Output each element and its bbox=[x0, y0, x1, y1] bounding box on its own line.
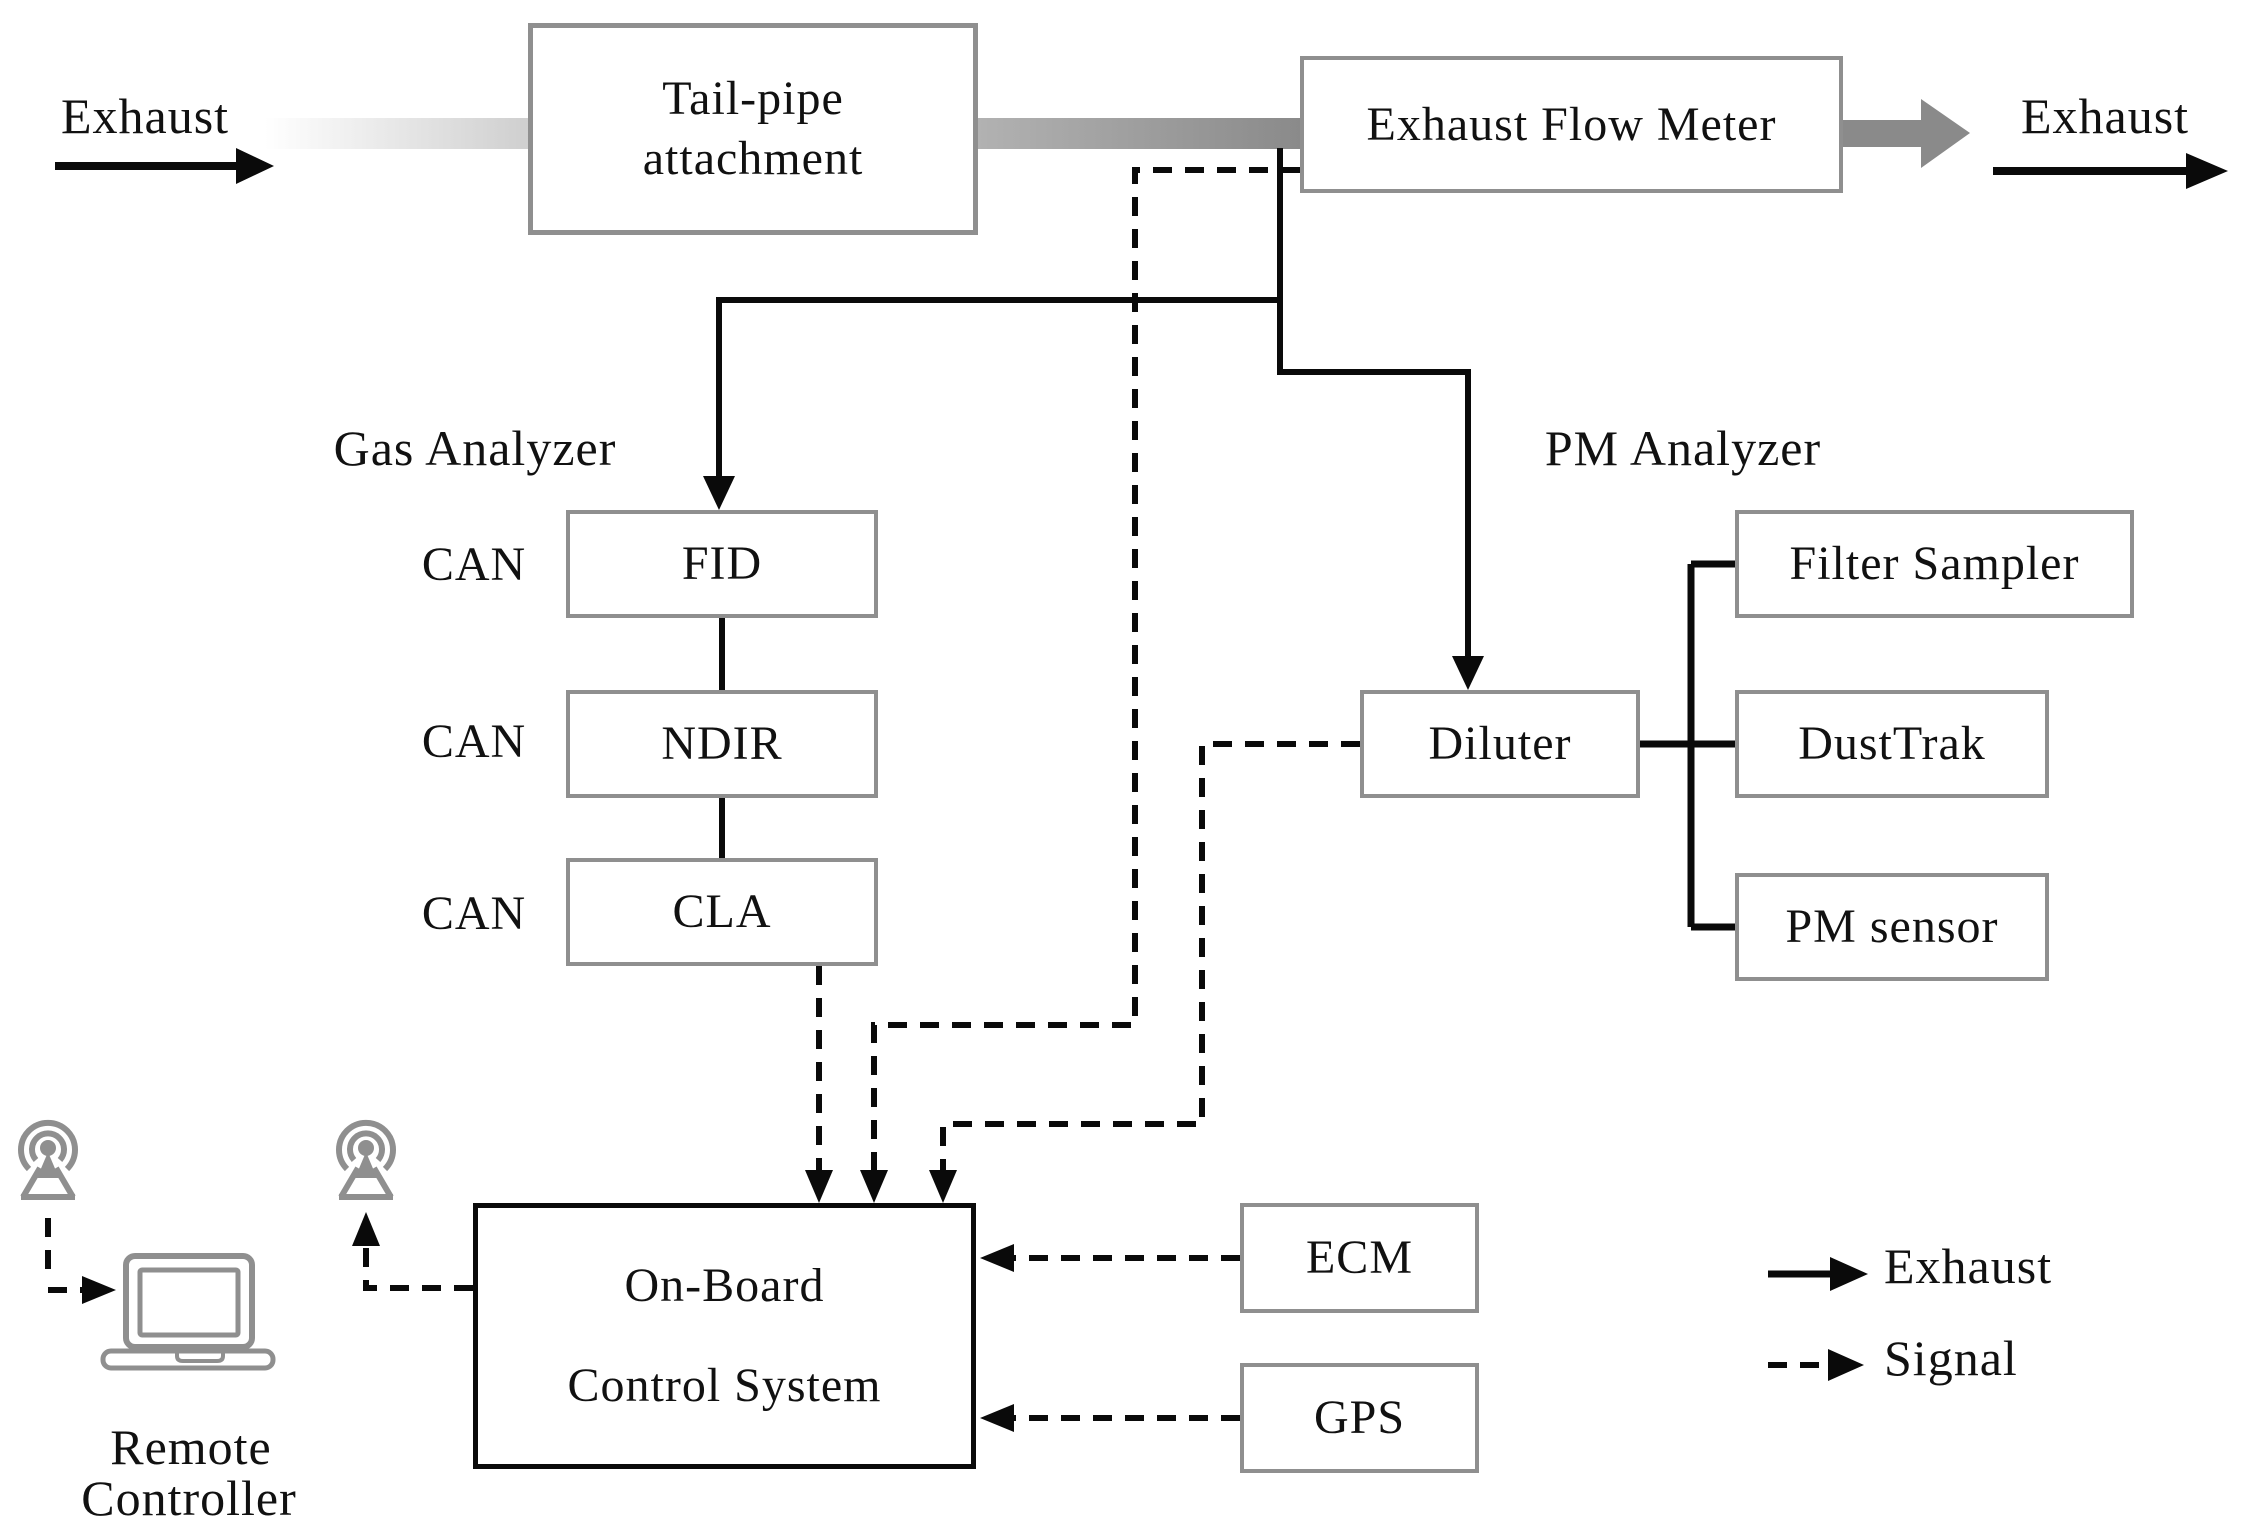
pipe-arrowhead-icon bbox=[1921, 99, 1970, 168]
signal-diluter-to-onboard bbox=[940, 741, 1360, 1172]
remote-controller-label-line2: Controller bbox=[81, 1470, 297, 1517]
signal-onboard-to-antenna bbox=[363, 1244, 473, 1291]
pm-analyzer-section-label: PM Analyzer bbox=[1544, 420, 1822, 476]
arrowhead-to-diluter-icon bbox=[1452, 656, 1484, 690]
node-exhaust-flow-meter: Exhaust Flow Meter bbox=[1300, 56, 1843, 193]
exhaust-in-label: Exhaust bbox=[60, 88, 230, 144]
tailpipe-label-line2: attachment bbox=[642, 132, 864, 185]
legend-signal-label: Signal bbox=[1884, 1330, 2018, 1386]
laptop-icon bbox=[100, 1253, 276, 1371]
node-pm-sensor: PM sensor bbox=[1735, 873, 2049, 981]
node-ndir: NDIR bbox=[566, 690, 878, 798]
node-gps: GPS bbox=[1240, 1363, 1479, 1473]
antenna-icon bbox=[339, 1123, 393, 1197]
exhaust-out-label: Exhaust bbox=[2020, 88, 2190, 144]
dusttrak-label: DustTrak bbox=[1798, 717, 1986, 770]
gas-analyzer-section-label: Gas Analyzer bbox=[333, 420, 617, 476]
ecm-label: ECM bbox=[1305, 1231, 1413, 1284]
node-fid: FID bbox=[566, 510, 878, 618]
flow-meter-label: Exhaust Flow Meter bbox=[1366, 97, 1777, 151]
legend-signal-arrow-icon bbox=[1768, 1349, 1864, 1381]
signal-flowmeter-to-onboard bbox=[871, 167, 1300, 1172]
legend-exhaust-label: Exhaust bbox=[1884, 1238, 2053, 1294]
antenna-icon bbox=[21, 1123, 75, 1197]
tailpipe-label-line1: Tail-pipe bbox=[662, 72, 844, 125]
onboard-label-line1: On-Board bbox=[624, 1259, 825, 1312]
signal-antenna-to-laptop bbox=[45, 1218, 82, 1293]
node-diluter: Diluter bbox=[1360, 690, 1640, 798]
signal-arrowheads bbox=[82, 1170, 1014, 1432]
diluter-label: Diluter bbox=[1428, 717, 1572, 770]
fid-label: FID bbox=[681, 537, 763, 590]
node-ecm: ECM bbox=[1240, 1203, 1479, 1313]
node-dusttrak: DustTrak bbox=[1735, 690, 2049, 798]
cla-label: CLA bbox=[672, 885, 772, 938]
onboard-label-line2: Control System bbox=[567, 1359, 882, 1412]
can-label-fid: CAN bbox=[421, 537, 527, 591]
exhaust-pipe bbox=[265, 99, 1970, 168]
can-label-cla: CAN bbox=[421, 886, 527, 940]
ndir-label: NDIR bbox=[661, 717, 783, 770]
remote-controller-label-line1: Remote bbox=[110, 1419, 272, 1475]
legend-exhaust-arrow-icon bbox=[1768, 1257, 1868, 1291]
exhaust-in-arrow-icon bbox=[55, 148, 274, 184]
node-tailpipe-attachment: Tail-pipe attachment bbox=[528, 23, 978, 235]
gps-label: GPS bbox=[1313, 1391, 1406, 1444]
node-cla: CLA bbox=[566, 858, 878, 966]
exhaust-out-arrow-icon bbox=[1993, 153, 2228, 189]
can-label-ndir: CAN bbox=[421, 714, 527, 768]
filter-sampler-label: Filter Sampler bbox=[1789, 537, 2080, 590]
node-filter-sampler: Filter Sampler bbox=[1735, 510, 2134, 618]
signal-lines bbox=[45, 167, 1360, 1421]
node-onboard-control-system: On-Board Control System bbox=[473, 1203, 976, 1469]
exhaust-sample-lines bbox=[703, 148, 1484, 690]
arrowhead-to-fid-icon bbox=[703, 476, 735, 510]
pm-branch-lines bbox=[1640, 560, 1735, 931]
pm-sensor-label: PM sensor bbox=[1785, 900, 1999, 953]
